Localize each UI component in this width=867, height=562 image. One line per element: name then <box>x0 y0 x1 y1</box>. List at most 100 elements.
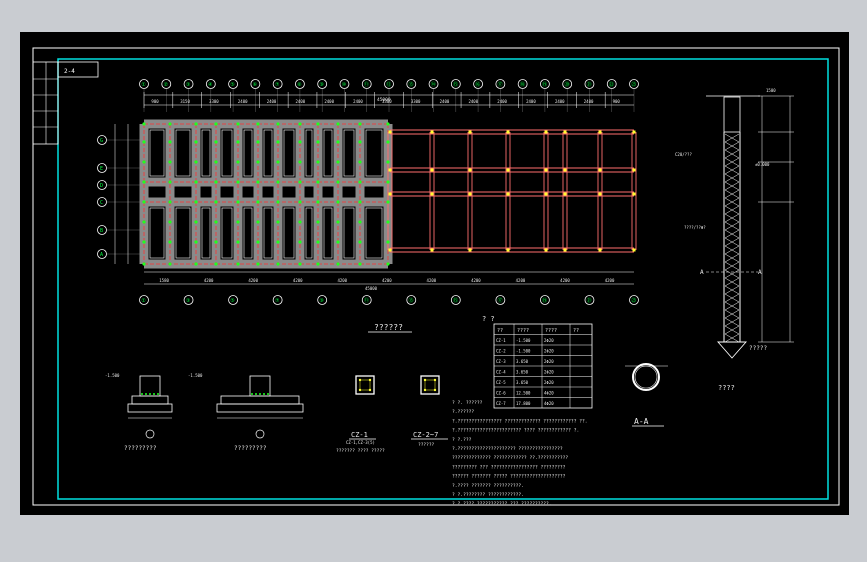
axis-bubble <box>540 79 550 89</box>
schedule-cell: 2Φ20 <box>544 349 554 354</box>
column-marker <box>468 248 472 252</box>
axis-label: ⑦ <box>275 298 280 304</box>
note-line: ?.??????????????????????? ???? ?????????… <box>452 428 579 434</box>
column-marker <box>386 140 390 144</box>
column-marker <box>194 180 198 184</box>
pile-caption: ???? <box>718 384 735 392</box>
cz-column-details <box>349 375 448 440</box>
column-marker <box>598 192 602 196</box>
schedule-cell: 2Φ20 <box>544 338 554 343</box>
column-marker <box>632 168 636 172</box>
dim-text: 3150 <box>180 99 190 104</box>
axis-bubble <box>629 79 639 89</box>
axis-label: ⑲ <box>542 81 547 88</box>
pile-elevation-mark: ±0.000 <box>755 162 770 167</box>
axis-bubble <box>97 225 107 235</box>
axis-bubble <box>97 163 107 173</box>
column-marker <box>236 180 240 184</box>
note-line: ?.????????????????????? ???????????????? <box>452 446 563 452</box>
column-marker <box>386 180 390 184</box>
axis-label: ⑱ <box>520 81 525 88</box>
column-marker <box>506 248 510 252</box>
footing-column <box>249 375 271 397</box>
axis-bubble <box>473 79 483 89</box>
dim-text: 4200 <box>293 278 303 283</box>
dim-text: 1580 <box>159 278 169 283</box>
room-outline <box>343 207 355 259</box>
column-marker <box>236 240 240 244</box>
column-marker <box>256 180 260 184</box>
axis-label: ① <box>141 82 146 88</box>
column-marker <box>316 200 320 204</box>
axis-bubble <box>161 79 172 89</box>
column-marker <box>236 140 240 144</box>
rebar-dot <box>149 393 151 395</box>
column-marker <box>563 192 567 196</box>
cz1-rebar <box>358 388 362 392</box>
cz1-rebar <box>368 378 372 382</box>
schedule-header: ?? <box>497 328 503 334</box>
column-marker <box>236 200 240 204</box>
schedule-cell: CZ-4 <box>496 370 506 375</box>
dim-text: 3300 <box>382 99 392 104</box>
axis-label: ③ <box>186 82 191 88</box>
rebar-dot <box>157 393 159 395</box>
schedule-cell: 3.650 <box>516 380 529 385</box>
column-marker <box>214 180 218 184</box>
axis-bubble <box>295 79 305 89</box>
column-marker <box>142 122 146 126</box>
dim-text: 3300 <box>411 99 421 104</box>
column-marker <box>298 240 302 244</box>
column-marker <box>544 168 548 172</box>
schedule-cell: 2Φ20 <box>544 380 554 385</box>
axis-bubble <box>562 79 573 89</box>
cz1-sub: CZ-1,CZ-3(5) <box>346 440 375 445</box>
axis-label: ㉓ <box>631 297 636 304</box>
note-line: ?.???? ??????? ??????????. <box>452 483 524 489</box>
pile-label-2: ????/??Φ? <box>684 225 706 230</box>
pile-spiral <box>724 269 740 279</box>
column-marker <box>598 130 602 134</box>
dim-text: 4200 <box>516 278 526 283</box>
footing-step <box>220 395 300 405</box>
column-marker <box>298 180 302 184</box>
axis-bubble <box>183 79 194 89</box>
column-marker <box>256 220 260 224</box>
column-marker <box>276 180 280 184</box>
column-marker <box>336 180 340 184</box>
column-marker <box>276 160 280 164</box>
note-line: ?.???????????????? ????????????? ???????… <box>452 418 588 424</box>
cz1-note: ??????? ???? ????? <box>336 448 385 454</box>
column-marker <box>214 220 218 224</box>
pile-spiral <box>724 253 740 263</box>
axis-label: ㉑ <box>587 81 592 88</box>
column-marker <box>194 122 198 126</box>
axis-bubble <box>183 295 194 305</box>
axis-bubble <box>317 79 328 89</box>
pile-title: ????? <box>749 345 767 352</box>
cz2-rebar <box>433 388 437 392</box>
footing-base <box>216 403 304 413</box>
column-marker <box>194 160 198 164</box>
axis-bubble <box>450 295 461 305</box>
room-outline <box>175 129 191 177</box>
schedule-header: ???? <box>517 328 529 334</box>
schedule-cell: -1.500 <box>516 349 531 354</box>
column-marker <box>298 220 302 224</box>
room-outline <box>201 207 211 259</box>
room-outline <box>149 207 165 259</box>
axis-label: ② <box>163 82 168 88</box>
dim-text: 4200 <box>471 278 481 283</box>
axis-label: ⑰ <box>498 81 503 88</box>
axis-label: ⑰ <box>498 297 503 304</box>
rebar-dot <box>153 393 155 395</box>
axis-label: ⑳ <box>564 81 569 88</box>
pile-spiral <box>724 189 740 199</box>
dim-text: 4200 <box>382 278 392 283</box>
plan-top-note: 45000 <box>377 97 391 103</box>
axis-bubble <box>228 79 238 89</box>
